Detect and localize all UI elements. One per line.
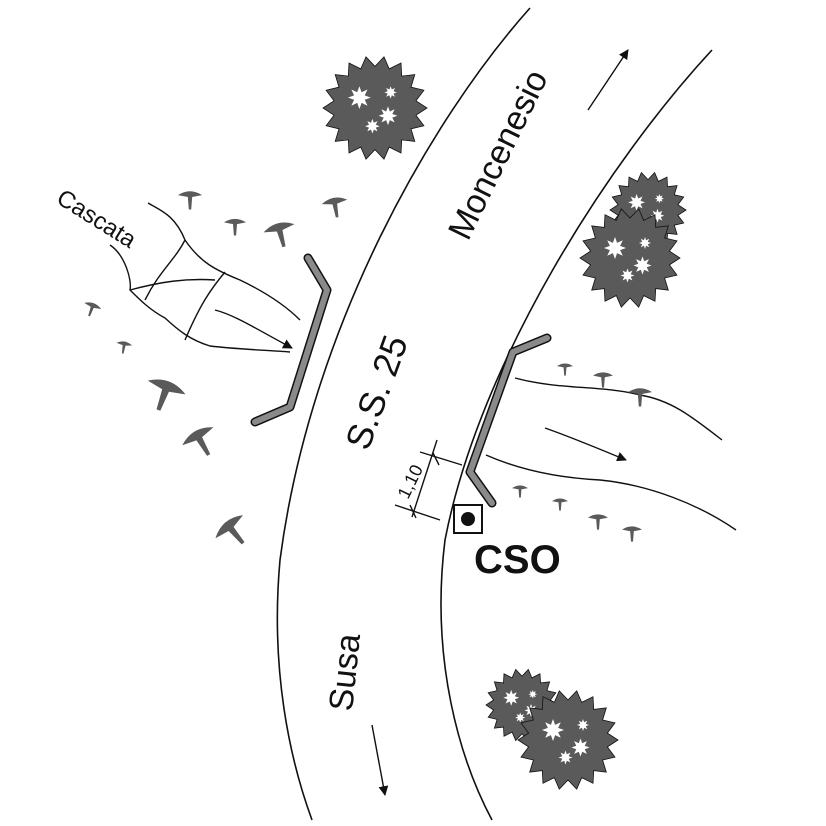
shrubs <box>84 191 652 545</box>
stream-crack-1 <box>144 239 186 301</box>
road-edge-left <box>276 7 531 821</box>
tree-cluster-icon <box>517 690 619 790</box>
shrub-icon <box>622 526 642 542</box>
shrub-icon <box>321 197 348 218</box>
tree-cluster-icon <box>579 208 681 308</box>
stream-bank-upper <box>147 202 301 321</box>
cso-station-icon <box>453 504 483 534</box>
stream-bank-lower-right <box>485 454 737 531</box>
shrub-icon <box>147 379 186 411</box>
stream-crack-3 <box>129 278 216 291</box>
trees <box>322 56 687 790</box>
arrow-down-susa <box>371 724 389 796</box>
tree-cluster-icon <box>322 56 428 160</box>
dimension-marker <box>394 439 463 521</box>
label-susa: Susa <box>322 632 368 713</box>
shrub-icon <box>263 222 295 248</box>
shrub-icon <box>552 498 568 511</box>
retaining-walls <box>250 253 552 508</box>
wall-left <box>252 255 330 425</box>
shrub-icon <box>178 191 202 210</box>
stream-bank-lower <box>109 244 291 353</box>
arrow-up-moncenesio <box>587 49 629 111</box>
shrub-icon <box>215 515 245 545</box>
stream-right <box>485 377 737 531</box>
road <box>276 7 713 821</box>
shrub-icon <box>557 363 573 376</box>
wall-right <box>467 335 550 506</box>
label-cascata: Cascata <box>52 184 142 254</box>
direction-arrows <box>371 49 629 796</box>
shrub-icon <box>512 485 528 498</box>
label-road-name: S.S. 25 <box>337 330 416 455</box>
flow-arrow-right <box>544 427 627 462</box>
flow-arrow-left <box>214 309 293 349</box>
shrub-icon <box>588 514 608 530</box>
stream-crack-2 <box>184 271 226 341</box>
shrub-icon <box>628 388 652 407</box>
label-moncenesio: Moncenesio <box>441 64 556 245</box>
stream-left <box>109 202 301 353</box>
stream-bank-upper-right <box>514 377 723 441</box>
shrub-icon <box>84 302 102 317</box>
label-cso: CSO <box>474 538 561 582</box>
shrub-icon <box>116 341 133 354</box>
road-edge-right <box>440 49 713 821</box>
label-dimension: 1,10 <box>394 461 427 501</box>
shrub-icon <box>182 427 214 456</box>
shrub-icon <box>593 372 613 388</box>
shrub-icon <box>224 218 246 236</box>
